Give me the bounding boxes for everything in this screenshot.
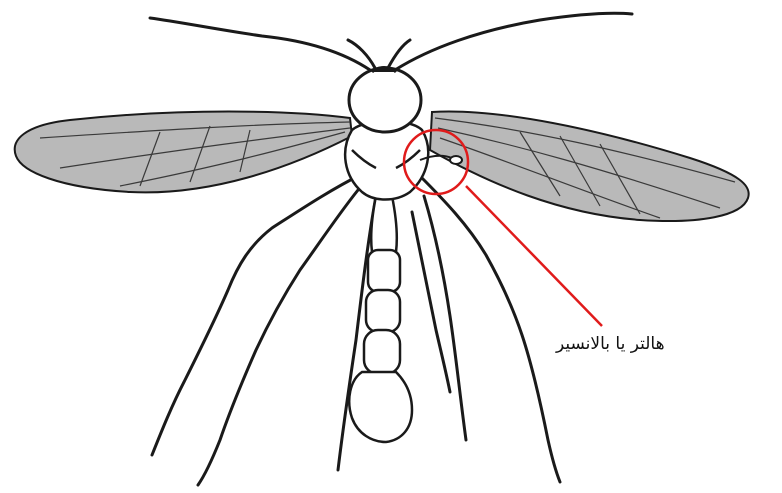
antennae xyxy=(150,13,632,70)
halter-callout-label: هالتر يا بالانسير xyxy=(556,334,665,354)
head xyxy=(349,68,421,133)
right-wing xyxy=(430,112,749,221)
left-wing xyxy=(15,112,352,193)
